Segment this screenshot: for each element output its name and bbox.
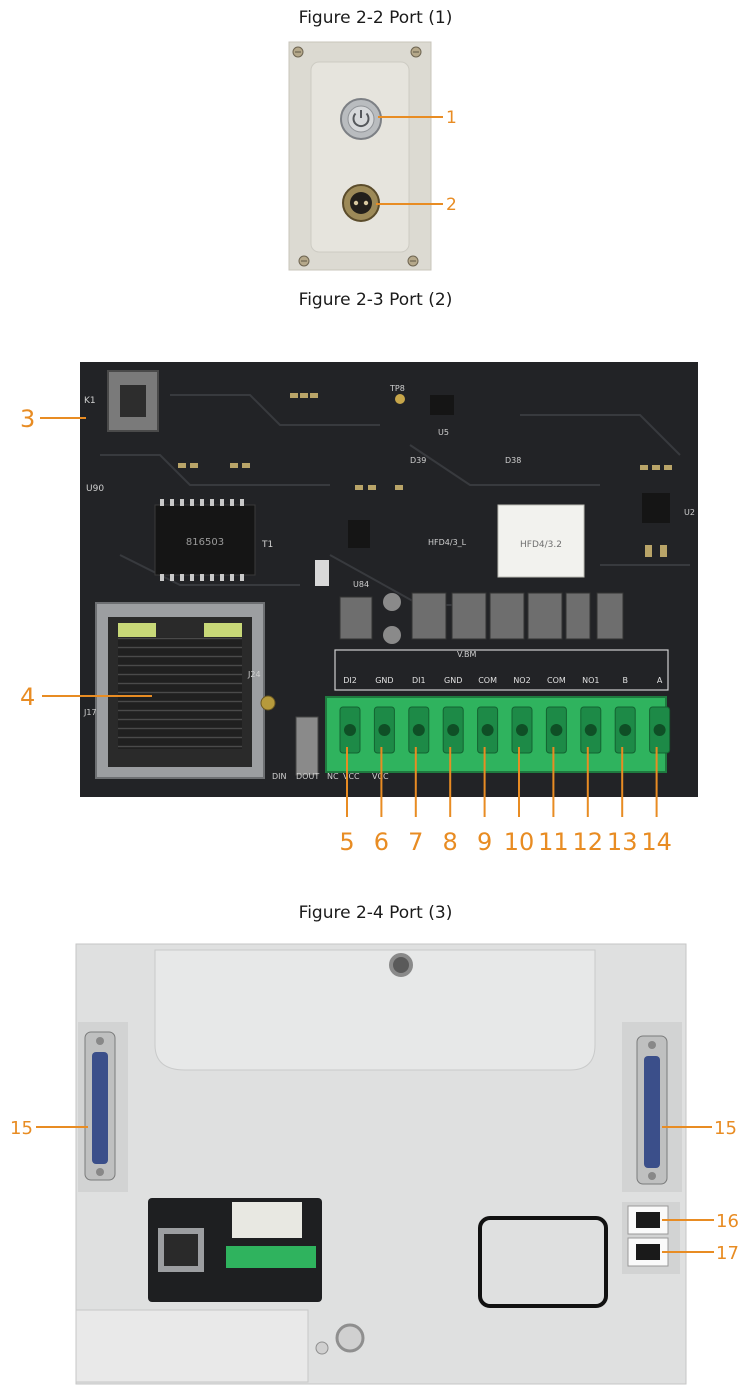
terminal-screw xyxy=(481,724,494,736)
terminal-screw xyxy=(619,724,632,736)
figure-2-4-caption: Figure 2-4 Port (3) xyxy=(298,903,453,923)
terminal-screw xyxy=(344,724,356,736)
relay xyxy=(497,504,585,578)
figure-2-2-caption: Figure 2-2 Port (1) xyxy=(298,8,453,28)
silk-dout: DOUT xyxy=(296,772,319,781)
silk-d38: D38 xyxy=(505,456,521,465)
figure-2-3-caption: Figure 2-3 Port (2) xyxy=(298,290,453,310)
terminal-label: NO1 xyxy=(582,676,599,685)
callout-5: 5 xyxy=(339,828,354,856)
figure-2-3-photo: K1 U90 816503 T1 TP8 U5 D39 D38 U2 U84 H… xyxy=(20,362,698,856)
silk-tp8: TP8 xyxy=(389,384,405,393)
terminal-label: NO2 xyxy=(513,676,530,685)
terminal-screw xyxy=(584,724,597,736)
silk-nc: NC xyxy=(327,772,339,781)
terminal-label: DI2 xyxy=(343,676,357,685)
silk-din: DIN xyxy=(272,772,287,781)
terminal-screw xyxy=(653,724,666,736)
terminal-label: COM xyxy=(478,676,497,685)
callout-15-left: 15 xyxy=(10,1118,33,1139)
terminal-label: B xyxy=(622,676,628,685)
callout-15-right: 15 xyxy=(714,1118,737,1139)
silk-k1: K1 xyxy=(84,396,96,406)
silk-hfd-left: HFD4/3_L xyxy=(428,538,467,547)
silk-u5: U5 xyxy=(438,428,449,437)
callout-17: 17 xyxy=(716,1243,739,1264)
silk-t1: T1 xyxy=(261,540,273,550)
power-connector-icon xyxy=(342,184,380,222)
terminal-label: DI1 xyxy=(412,676,426,685)
chip-marking: 816503 xyxy=(186,537,224,548)
mount-hole xyxy=(389,953,413,977)
silk-vbm: V.BM xyxy=(457,650,476,659)
callout-2: 2 xyxy=(446,195,457,215)
silk-d39: D39 xyxy=(410,456,426,465)
callout-11: 11 xyxy=(538,828,569,856)
callout-4: 4 xyxy=(20,683,35,711)
dc-jack-icon-2 xyxy=(627,1237,669,1267)
callout-14: 14 xyxy=(641,828,672,856)
terminal-label: GND xyxy=(444,676,462,685)
callout-7: 7 xyxy=(408,828,423,856)
callout-12: 12 xyxy=(573,828,604,856)
chip-t1 xyxy=(154,504,256,576)
relay-model: HFD4/3.2 xyxy=(520,540,562,550)
silk-u84: U84 xyxy=(353,580,369,589)
db25-port-left-icon xyxy=(84,1031,116,1181)
terminal-screw xyxy=(550,724,563,736)
figure-2-4-photo: 15 15 16 17 xyxy=(10,943,739,1385)
db25-port-right-icon xyxy=(636,1035,668,1185)
silk-j24: J24 xyxy=(247,670,261,679)
terminal-screw xyxy=(412,724,425,736)
rj45-port-icon xyxy=(95,602,265,779)
callout-6: 6 xyxy=(374,828,389,856)
callout-13: 13 xyxy=(607,828,638,856)
terminal-screw xyxy=(447,724,460,736)
terminal-screw xyxy=(516,724,528,736)
callout-16: 16 xyxy=(716,1211,739,1232)
silk-vcc: VCC xyxy=(343,772,360,781)
terminal-label: A xyxy=(657,676,663,685)
silk-j17: J17 xyxy=(83,708,97,717)
callout-1: 1 xyxy=(446,108,457,128)
callout-9: 9 xyxy=(477,828,492,856)
terminal-screw xyxy=(378,724,391,736)
silk-u90: U90 xyxy=(86,484,104,494)
callout-10: 10 xyxy=(504,828,535,856)
terminal-label: GND xyxy=(375,676,393,685)
figure-2-2-photo: 1 2 xyxy=(288,41,457,271)
callout-3: 3 xyxy=(20,405,35,433)
power-button-icon xyxy=(340,98,382,140)
silk-u2: U2 xyxy=(684,508,695,517)
terminal-label: COM xyxy=(547,676,566,685)
callout-8: 8 xyxy=(443,828,458,856)
